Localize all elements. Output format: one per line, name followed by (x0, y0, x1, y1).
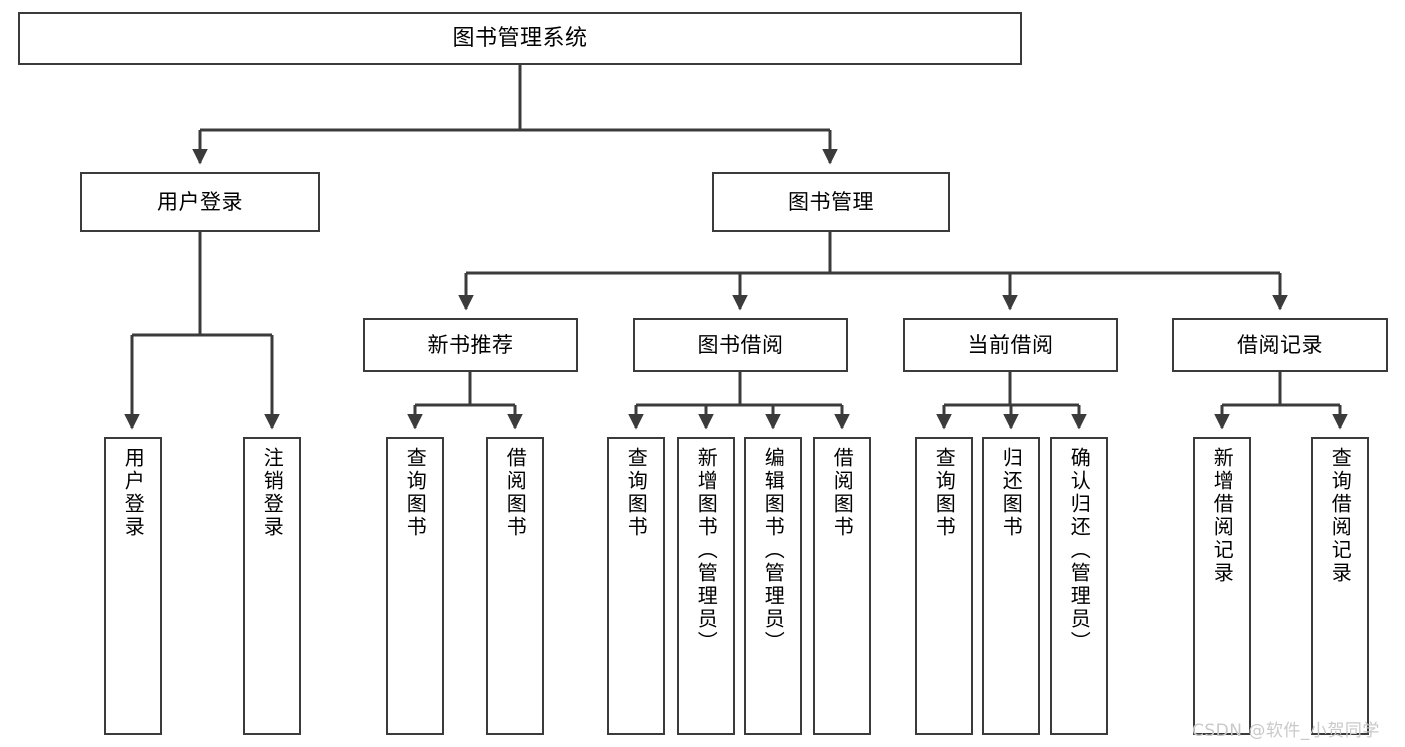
node-label: 新增图书（管理员） (694, 447, 719, 654)
node-current-borrow[interactable]: 当前借阅 (903, 318, 1118, 372)
node-label: 图书管理 (788, 189, 874, 214)
leaf-add-borrow-record[interactable]: 新增借阅记录 (1193, 437, 1251, 735)
leaf-return-book[interactable]: 归还图书 (982, 437, 1040, 735)
node-label: 新增借阅记录 (1210, 447, 1235, 585)
leaf-query-book-borrow[interactable]: 查询图书 (607, 437, 665, 735)
node-label: 用户登录 (157, 189, 243, 214)
leaf-edit-book-admin[interactable]: 编辑图书（管理员） (744, 437, 802, 735)
node-label: 借阅图书 (830, 447, 855, 539)
leaf-borrow-book[interactable]: 借阅图书 (813, 437, 871, 735)
node-borrow-record[interactable]: 借阅记录 (1172, 318, 1388, 372)
node-label: 查询图书 (932, 447, 957, 539)
node-label: 图书借阅 (697, 332, 784, 357)
leaf-confirm-return-admin[interactable]: 确认归还（管理员） (1050, 437, 1108, 735)
csdn-watermark: CSDN @软件_小贺同学 (1192, 721, 1380, 741)
node-new-book-recommend[interactable]: 新书推荐 (363, 318, 578, 372)
node-label: 编辑图书（管理员） (761, 447, 786, 654)
node-label: 注销登录 (260, 447, 285, 539)
node-label: 确认归还（管理员） (1067, 447, 1092, 654)
leaf-borrow-book-recommend[interactable]: 借阅图书 (486, 437, 544, 735)
node-label: 新书推荐 (427, 332, 514, 357)
node-label: 借阅记录 (1237, 332, 1323, 357)
leaf-query-book-current[interactable]: 查询图书 (915, 437, 973, 735)
node-label: 借阅图书 (503, 447, 528, 539)
leaf-add-book-admin[interactable]: 新增图书（管理员） (677, 437, 735, 735)
node-label: 查询图书 (403, 447, 428, 539)
node-label: 查询图书 (624, 447, 649, 539)
node-label: 用户登录 (121, 447, 146, 539)
node-root-system[interactable]: 图书管理系统 (18, 12, 1022, 65)
node-label: 当前借阅 (967, 332, 1054, 357)
node-label: 图书管理系统 (452, 25, 588, 51)
node-label: 归还图书 (999, 447, 1024, 539)
node-book-borrow[interactable]: 图书借阅 (633, 318, 848, 372)
node-book-management[interactable]: 图书管理 (712, 172, 950, 232)
node-label: 查询借阅记录 (1328, 447, 1353, 585)
node-user-login[interactable]: 用户登录 (80, 172, 320, 232)
leaf-query-borrow-record[interactable]: 查询借阅记录 (1311, 437, 1369, 735)
leaf-user-login[interactable]: 用户登录 (104, 437, 162, 735)
leaf-logout[interactable]: 注销登录 (243, 437, 301, 735)
leaf-query-book-recommend[interactable]: 查询图书 (386, 437, 444, 735)
